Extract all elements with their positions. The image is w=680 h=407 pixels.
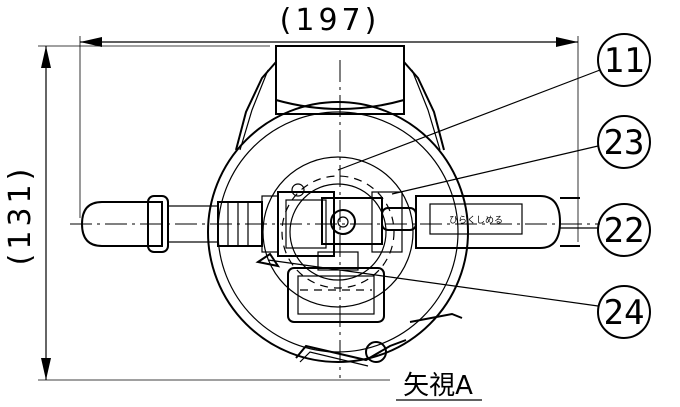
center-lines xyxy=(70,60,600,378)
callout-24: 24 xyxy=(267,259,651,339)
width-dimension-label: (197) xyxy=(280,3,381,38)
lever-assembly: ひらくしめる xyxy=(277,191,580,257)
bottom-clip xyxy=(295,312,463,367)
height-dimension: (131) xyxy=(3,45,390,381)
callout-22-label: 22 xyxy=(604,211,645,251)
lever-label-text: ひらくしめる xyxy=(449,215,503,226)
callout-23: 23 xyxy=(391,115,651,195)
view-label-group: 矢視A xyxy=(396,371,482,401)
view-label: 矢視A xyxy=(403,371,473,401)
callout-22: 22 xyxy=(560,203,651,257)
callout-11-label: 11 xyxy=(604,41,645,81)
width-dimension: (197) xyxy=(79,3,579,242)
callout-11: 11 xyxy=(337,33,651,171)
callout-23-label: 23 xyxy=(604,123,645,163)
height-dimension-label: (131) xyxy=(3,165,38,266)
callout-24-label: 24 xyxy=(604,293,645,333)
latch-block xyxy=(255,251,385,323)
